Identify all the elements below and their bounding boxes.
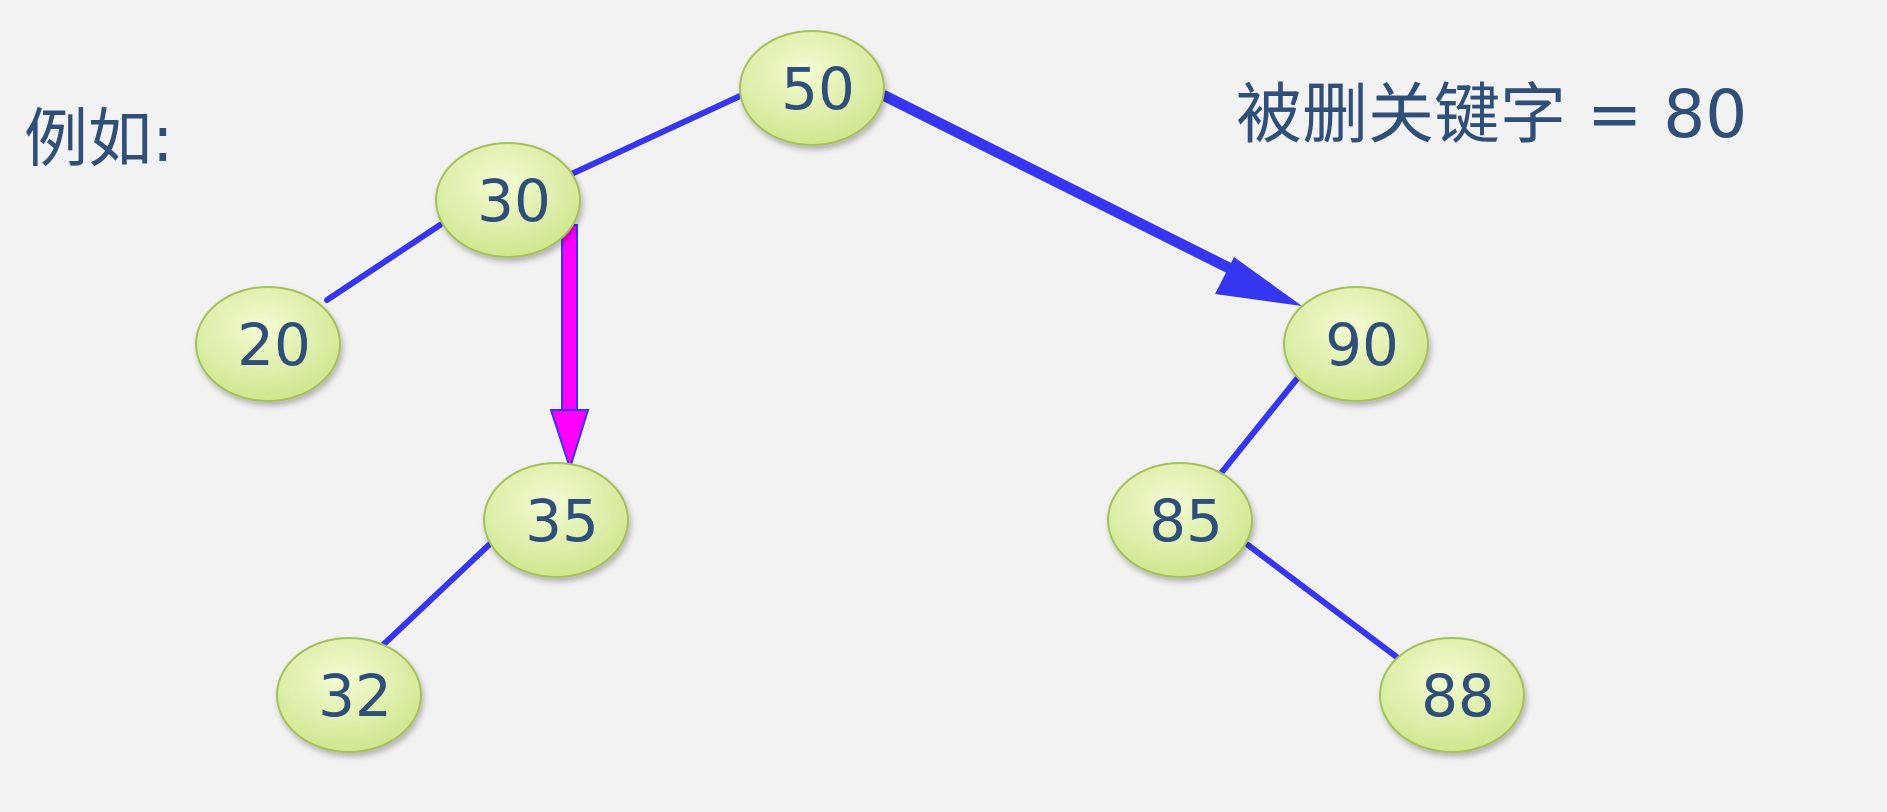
node-label: 90 — [1325, 311, 1399, 379]
node-32: 32 — [276, 637, 422, 753]
node-label: 35 — [525, 487, 599, 555]
edge-50-30 — [562, 93, 743, 180]
arrow-30-35-head — [549, 409, 590, 472]
node-85: 85 — [1107, 462, 1253, 578]
node-label: 85 — [1149, 487, 1223, 555]
node-30: 30 — [435, 142, 581, 258]
node-88: 88 — [1379, 637, 1525, 753]
arrow-30-35-shaft — [561, 224, 578, 414]
node-label: 88 — [1421, 662, 1495, 730]
arrow-50-90-shaft — [879, 90, 1251, 282]
edge-30-20 — [324, 222, 443, 303]
edge-85-88 — [1245, 542, 1401, 661]
edge-90-85 — [1219, 372, 1303, 475]
node-20: 20 — [195, 286, 341, 402]
node-50: 50 — [739, 30, 885, 146]
node-35: 35 — [483, 462, 629, 578]
arrow-50-90-head — [1215, 257, 1302, 306]
node-90: 90 — [1283, 286, 1429, 402]
node-label: 50 — [781, 55, 855, 123]
edge-35-32 — [380, 539, 495, 648]
deleted-key-label: 被删关键字 = 80 — [1236, 76, 1748, 153]
node-label: 20 — [237, 311, 311, 379]
example-caption: 例如: — [24, 103, 174, 177]
node-label: 30 — [477, 167, 551, 235]
node-label: 32 — [318, 662, 392, 730]
